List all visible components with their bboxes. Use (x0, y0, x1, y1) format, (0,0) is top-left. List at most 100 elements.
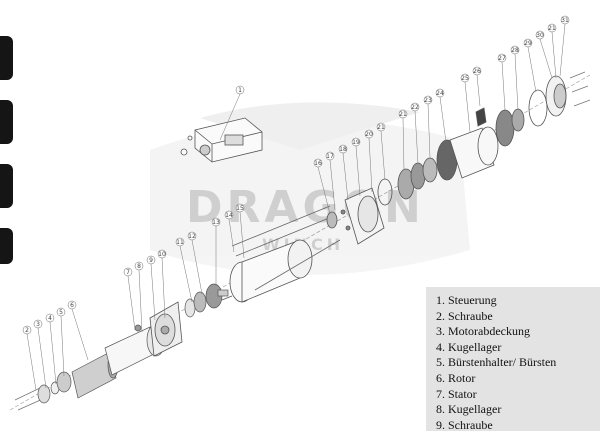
callout-leader (138, 269, 143, 333)
callout-circle (510, 45, 520, 55)
legend-item: 7. Stator (436, 386, 477, 401)
callout-circle (423, 95, 433, 105)
callout-circle (351, 137, 361, 147)
callout-circle (235, 85, 245, 95)
callout-circle (134, 261, 144, 271)
callout-leader (127, 275, 136, 331)
legend-item: 4. Kugellager (436, 339, 502, 354)
edge-tab (0, 228, 13, 264)
callout-number: 13 (212, 219, 220, 226)
callout-leader (317, 166, 331, 215)
callout-leader (342, 152, 349, 201)
callout-circle (56, 307, 66, 317)
callout-number: 2 (25, 327, 29, 334)
callout-circle (460, 73, 470, 83)
callout-number: 10 (158, 251, 166, 258)
callout-number: 6 (70, 302, 74, 309)
callout-leader (49, 321, 57, 385)
control-box (180, 117, 263, 163)
gear-parts (184, 283, 233, 318)
callout-number: 5 (59, 309, 63, 316)
callout-leader (71, 308, 89, 361)
callout-number: 9 (149, 257, 153, 264)
callout-number: 18 (339, 146, 347, 153)
callout-number: 20 (365, 131, 373, 138)
callout-leader (355, 145, 361, 197)
callout-circle (175, 237, 185, 247)
callout-circle (187, 231, 197, 241)
callout-number: 22 (411, 104, 419, 111)
callout-number: 16 (314, 160, 322, 167)
callout-layer: 1234567891011121314151617181920212122232… (22, 15, 570, 391)
gear-housing (449, 107, 499, 179)
callout-number: 17 (326, 153, 334, 160)
end-plate (149, 301, 183, 357)
callout-leader (26, 333, 37, 391)
callout-circle (224, 210, 234, 220)
callout-number: 27 (498, 55, 506, 62)
callout-circle (45, 313, 55, 323)
callout-circle (22, 325, 32, 335)
callout-leader (37, 327, 47, 389)
callout-circle (523, 38, 533, 48)
callout-circle (235, 203, 245, 213)
callout-leader (501, 61, 506, 111)
callout-number: 1 (238, 87, 242, 94)
callout-leader (559, 23, 566, 77)
callout-number: 15 (236, 205, 244, 212)
watermark-logo (150, 102, 470, 275)
gearbox-housing (326, 178, 393, 245)
callout-number: 21 (399, 111, 407, 118)
callout-leader (539, 38, 553, 79)
edge-tab (0, 164, 13, 208)
callout-number: 23 (424, 97, 432, 104)
callout-number: 12 (188, 233, 196, 240)
callout-leader (414, 110, 419, 165)
callout-leader (60, 315, 65, 377)
callout-circle (547, 23, 557, 33)
callout-number: 7 (126, 269, 130, 276)
callout-circle (560, 15, 570, 25)
parts-legend: 1. Steuerung 2. Schraube 3. Motorabdecku… (426, 287, 600, 431)
callout-number: 14 (225, 212, 233, 219)
callout-circle (398, 109, 408, 119)
callout-circle (67, 300, 77, 310)
watermark-brand: DRAGON (186, 182, 425, 233)
callout-number: 3 (36, 321, 40, 328)
callout-leader (402, 117, 405, 171)
callout-number: 29 (524, 40, 532, 47)
callout-number: 31 (561, 17, 569, 24)
callout-leader (527, 46, 537, 93)
callout-circle (325, 151, 335, 161)
callout-leader (239, 211, 245, 259)
callout-leader (191, 239, 203, 295)
callout-number: 26 (473, 68, 481, 75)
callout-circle (33, 319, 43, 329)
winch-drum (229, 205, 341, 303)
end-parts (495, 71, 591, 147)
callout-circle (157, 249, 167, 259)
callout-number: 24 (436, 90, 444, 97)
callout-circle (472, 66, 482, 76)
callout-number: 30 (536, 32, 544, 39)
callout-number: 4 (48, 315, 52, 322)
callout-number: 19 (352, 139, 360, 146)
callout-circle (364, 129, 374, 139)
callout-leader (427, 103, 431, 159)
callout-number: 11 (176, 239, 184, 246)
callout-circle (211, 217, 221, 227)
callout-number: 8 (137, 263, 141, 270)
callout-leader (161, 257, 166, 319)
callout-leader (179, 245, 193, 303)
callout-number: 21 (548, 25, 556, 32)
callout-number: 28 (511, 47, 519, 54)
callout-number: 21 (377, 124, 385, 131)
callout-leader (551, 31, 557, 79)
callout-leader (219, 93, 241, 141)
legend-item: 3. Motorabdeckung (436, 324, 530, 339)
callout-circle (338, 144, 348, 154)
edge-tab (0, 100, 13, 144)
callout-circle (435, 88, 445, 98)
callout-leader (228, 218, 235, 253)
callout-number: 25 (461, 75, 469, 82)
